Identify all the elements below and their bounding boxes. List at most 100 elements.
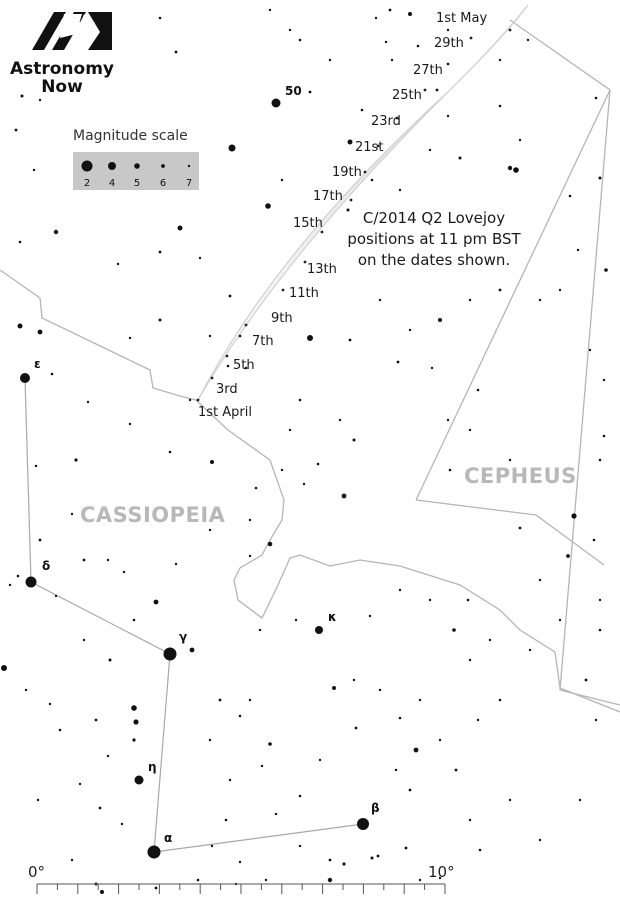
mag-dot-4 xyxy=(108,162,116,170)
comet-position-marker xyxy=(320,230,324,234)
field-star xyxy=(404,846,408,850)
star-beta xyxy=(357,818,369,830)
field-star xyxy=(280,178,284,182)
label-eta: η xyxy=(148,760,157,774)
field-star xyxy=(370,178,374,182)
field-star xyxy=(82,558,86,562)
comet-position-marker xyxy=(238,334,242,338)
field-star xyxy=(34,464,38,468)
comet-position-marker xyxy=(281,288,285,292)
field-star xyxy=(342,862,346,866)
field-star xyxy=(376,854,380,858)
label-epsilon: ε xyxy=(34,357,41,371)
field-star xyxy=(260,764,264,768)
magnitude-scale: Magnitude scale 2 4 5 6 7 xyxy=(73,128,199,190)
logo-text-line-1: Astronomy xyxy=(10,59,114,79)
field-star xyxy=(106,558,110,562)
comet-position-marker xyxy=(469,36,473,40)
star-delta xyxy=(25,576,37,588)
field-star xyxy=(132,738,136,742)
field-star xyxy=(254,486,258,490)
field-star xyxy=(438,318,442,322)
field-star xyxy=(347,139,353,145)
field-star xyxy=(70,858,74,862)
field-star xyxy=(508,458,512,462)
label-beta: β xyxy=(371,801,380,815)
field-star xyxy=(476,388,480,392)
comet-date-label: 29th xyxy=(434,36,464,51)
field-star xyxy=(94,718,98,722)
label-gamma: γ xyxy=(179,630,187,644)
comet-date-label: 11th xyxy=(289,286,319,301)
field-star xyxy=(36,798,40,802)
field-star xyxy=(341,493,347,499)
field-star xyxy=(196,878,200,882)
field-star xyxy=(265,203,271,209)
mag-dot-5 xyxy=(134,163,140,169)
comet-position-marker xyxy=(303,260,307,264)
field-star xyxy=(228,144,236,152)
mag-dot-6 xyxy=(161,164,165,168)
field-star xyxy=(604,268,608,272)
field-star xyxy=(70,512,74,516)
field-star xyxy=(174,562,178,566)
field-star xyxy=(368,614,372,618)
mag-label-2: 2 xyxy=(84,178,90,189)
comet-date-label: 23rd xyxy=(371,114,401,129)
comet-date-label: 5th xyxy=(233,358,255,373)
field-star xyxy=(298,398,302,402)
field-star xyxy=(248,518,252,522)
field-star xyxy=(518,526,522,530)
field-star xyxy=(598,176,602,180)
comet-date-label: 21st xyxy=(355,140,383,155)
label-alpha: α xyxy=(164,831,172,845)
field-star xyxy=(208,528,212,532)
mag-label-5: 5 xyxy=(134,178,140,189)
logo-mark-icon xyxy=(32,12,112,50)
field-star xyxy=(210,460,214,464)
field-star xyxy=(370,856,374,860)
field-star xyxy=(360,108,364,112)
comet-date-label: 27th xyxy=(413,63,443,78)
field-star xyxy=(153,599,159,605)
field-star xyxy=(218,698,222,702)
logo-text-line-2: Now xyxy=(41,77,83,97)
field-star xyxy=(58,728,62,732)
field-star xyxy=(1,665,7,671)
field-star xyxy=(346,208,350,212)
field-star xyxy=(298,38,302,42)
field-star xyxy=(228,294,232,298)
field-star xyxy=(328,58,332,62)
field-star xyxy=(378,688,382,692)
field-star xyxy=(53,229,59,235)
field-star xyxy=(154,886,158,890)
astronomy-now-logo: Astronomy Now xyxy=(10,12,114,97)
field-star xyxy=(374,16,378,20)
field-star xyxy=(189,647,195,653)
field-star xyxy=(188,398,192,402)
field-star xyxy=(302,482,306,486)
field-star xyxy=(507,165,513,171)
field-star xyxy=(327,877,333,883)
comet-position-marker xyxy=(196,398,200,402)
field-star xyxy=(128,336,132,340)
field-star xyxy=(108,658,112,662)
field-star xyxy=(122,570,126,574)
field-star xyxy=(274,812,278,816)
field-star xyxy=(248,554,252,558)
field-star xyxy=(17,323,23,329)
comet-position-marker xyxy=(376,144,380,148)
field-star xyxy=(328,858,332,862)
magnitude-scale-title: Magnitude scale xyxy=(73,128,188,144)
comet-date-label: 3rd xyxy=(216,382,238,397)
field-star xyxy=(398,716,402,720)
field-star xyxy=(398,588,402,592)
field-star xyxy=(418,698,422,702)
cassiopeia-lines xyxy=(24,377,364,853)
comet-date-label: 17th xyxy=(313,189,343,204)
field-star xyxy=(508,798,512,802)
field-star xyxy=(418,878,422,882)
field-star xyxy=(466,598,470,602)
cepheus-boundary xyxy=(415,19,620,706)
